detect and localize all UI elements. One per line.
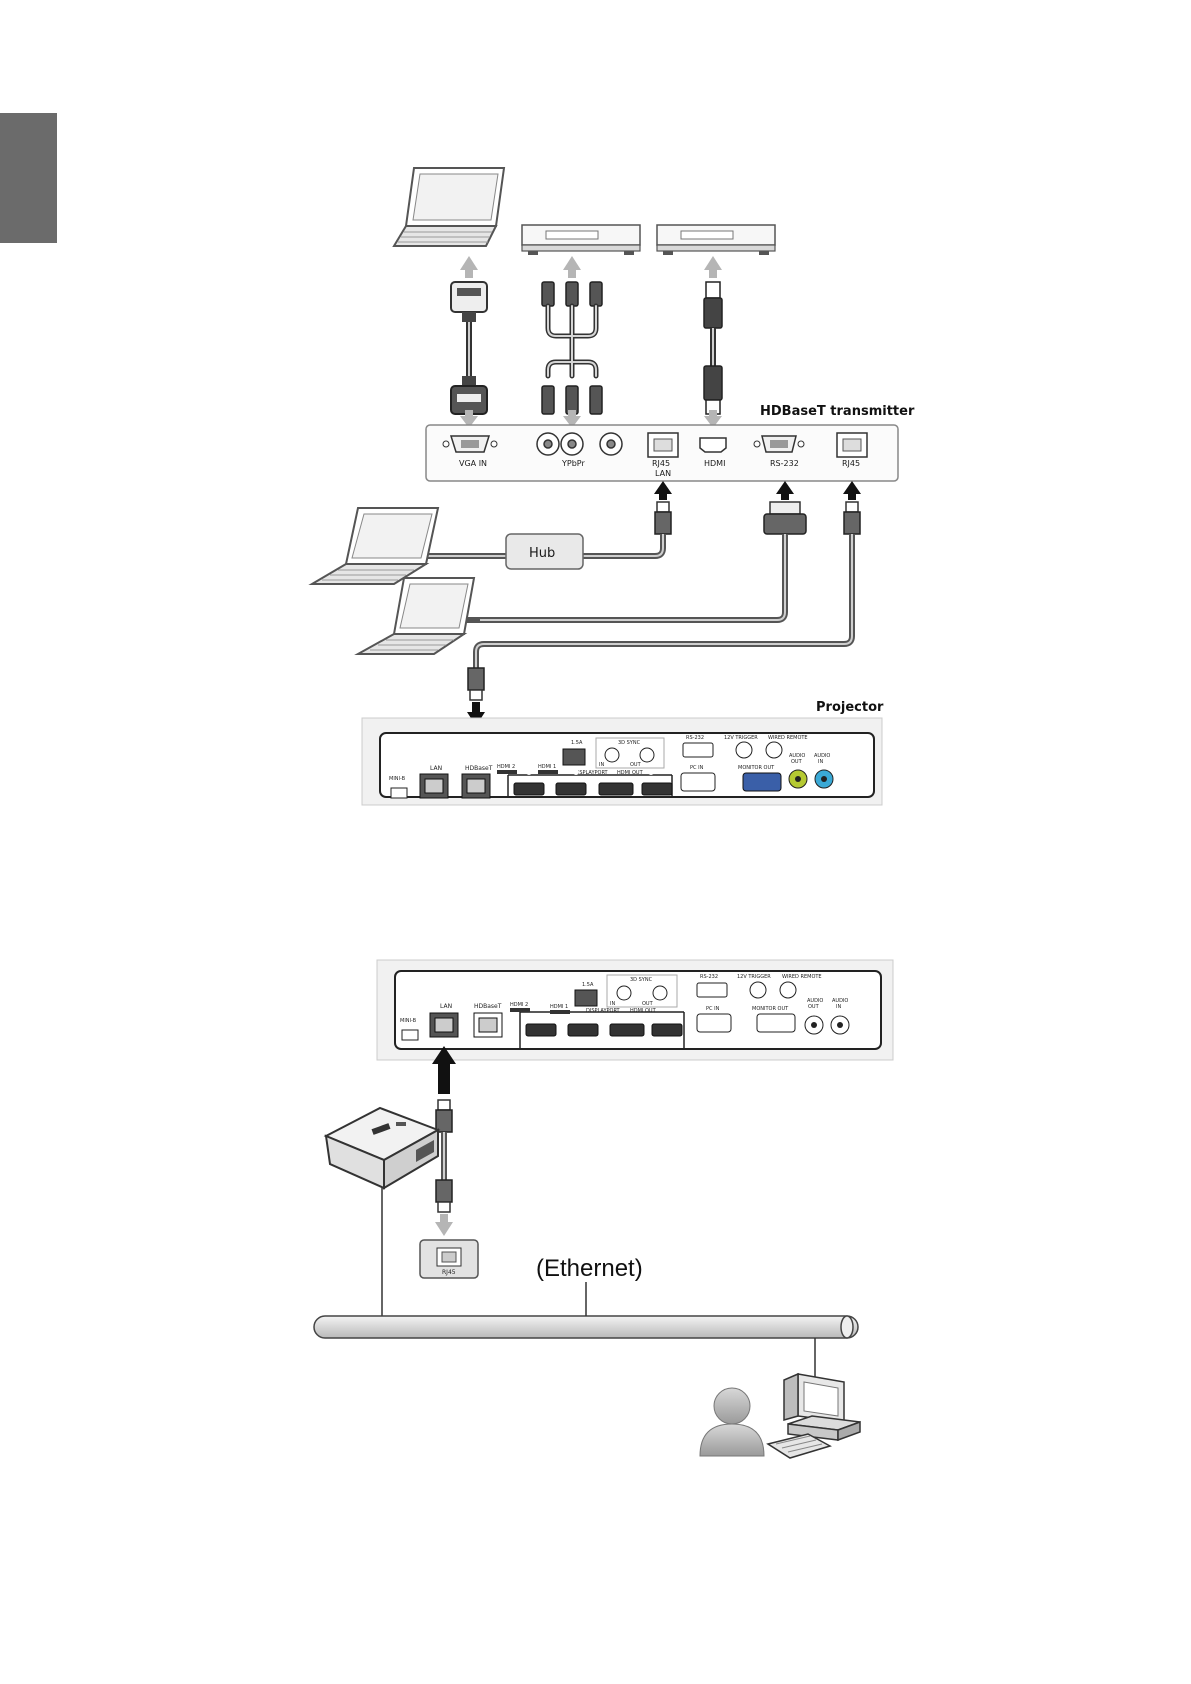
svg-text:DISPLAYPORT: DISPLAYPORT [574, 770, 609, 776]
projector-panel-bottom: MINI-B LAN HDBaseT HDMI 2 HDMI 1 1.5A 3D… [376, 959, 894, 1061]
svg-text:LAN: LAN [430, 765, 442, 772]
desktop-computer-icon [766, 1372, 861, 1459]
arrow-down-icon [467, 702, 485, 726]
svg-text:HDBaseT: HDBaseT [465, 765, 493, 772]
svg-text:RS-232: RS-232 [700, 974, 718, 980]
svg-text:HDMI 1: HDMI 1 [550, 1004, 568, 1010]
svg-text:1.5A: 1.5A [582, 982, 594, 988]
component-cable-icon [541, 281, 603, 415]
hdmi-port [699, 437, 727, 453]
rj45-label: RJ45 [842, 459, 860, 468]
vga-cable-icon [450, 281, 488, 415]
svg-text:PC IN: PC IN [706, 1006, 720, 1012]
svg-text:OUT: OUT [630, 762, 642, 768]
hdmi-cable-icon [703, 281, 723, 415]
video-source-icon [656, 224, 776, 255]
arrow-down-icon [563, 410, 581, 428]
svg-text:1.5A: 1.5A [571, 740, 583, 746]
svg-text:3D SYNC: 3D SYNC [618, 740, 641, 746]
transmitter-title: HDBaseT transmitter [760, 404, 915, 419]
arrow-up-icon [654, 481, 861, 500]
ypbpr-ports [536, 432, 623, 456]
svg-text:AUDIO: AUDIO [789, 753, 805, 759]
hdbaset-transmitter: VGA IN YPbPr RJ45 LAN HDMI RS-232 [425, 424, 899, 482]
rj45-port [836, 432, 868, 458]
side-tab [0, 113, 57, 243]
laptop-icon [308, 507, 440, 585]
svg-text:LAN: LAN [440, 1003, 452, 1010]
svg-text:OUT: OUT [642, 1001, 654, 1007]
rj45-cable-icon [583, 501, 672, 559]
hub-label: Hub [529, 546, 555, 561]
rj45-wall-jack: RJ45 [419, 1239, 479, 1279]
svg-text:OUT: OUT [791, 759, 803, 765]
ypbpr-label: YPbPr [561, 459, 585, 468]
arrow-down-icon [704, 410, 722, 428]
svg-text:WIRED REMOTE: WIRED REMOTE [782, 974, 822, 980]
rj45-wall-label: RJ45 [442, 1269, 456, 1276]
svg-text:OUT: OUT [808, 1004, 820, 1010]
svg-text:MINI-B: MINI-B [400, 1018, 417, 1024]
ethernet-label: (Ethernet) [536, 1255, 643, 1282]
vga-in-label: VGA IN [459, 459, 487, 468]
svg-text:DISPLAYPORT: DISPLAYPORT [586, 1008, 621, 1014]
vga-in-port [442, 435, 498, 453]
svg-text:IN: IN [610, 1001, 615, 1007]
svg-text:AUDIO: AUDIO [832, 998, 848, 1004]
svg-text:12V TRIGGER: 12V TRIGGER [724, 735, 758, 741]
svg-text:HDMI 2: HDMI 2 [510, 1002, 528, 1008]
hdmi-label: HDMI [704, 459, 725, 468]
svg-text:AUDIO: AUDIO [814, 753, 830, 759]
svg-text:IN: IN [836, 1004, 841, 1010]
laptop-icon [354, 577, 476, 655]
svg-text:HDMI OUT: HDMI OUT [617, 770, 644, 776]
projector-panel-top: MINI-B LAN HDBaseT HDMI 2 HDMI 1 1.5A 3D… [361, 717, 883, 806]
laptop-icon [392, 167, 506, 247]
rj45-lan-port [647, 432, 679, 458]
arrow-down-icon [435, 1214, 453, 1236]
rs232-port [753, 435, 805, 453]
svg-text:HDBaseT: HDBaseT [474, 1003, 502, 1010]
arrow-up-icon [432, 1046, 456, 1094]
svg-text:3D SYNC: 3D SYNC [630, 977, 653, 983]
video-source-icon [521, 224, 641, 255]
svg-text:MONITOR OUT: MONITOR OUT [738, 765, 775, 771]
rj45-lan-label-1: RJ45 [652, 459, 670, 468]
svg-text:RS-232: RS-232 [686, 735, 704, 741]
svg-text:MINI-B: MINI-B [389, 776, 406, 782]
user-icon [699, 1387, 765, 1457]
svg-text:HDMI OUT: HDMI OUT [630, 1008, 657, 1014]
projector-icon [323, 1106, 441, 1190]
arrow-down-icon [460, 410, 478, 428]
svg-text:IN: IN [599, 762, 604, 768]
svg-text:IN: IN [818, 759, 823, 765]
rj45-lan-label-2: LAN [655, 469, 671, 478]
svg-text:PC IN: PC IN [690, 765, 704, 771]
svg-text:AUDIO: AUDIO [807, 998, 823, 1004]
ethernet-bus [313, 1282, 859, 1382]
svg-text:12V TRIGGER: 12V TRIGGER [737, 974, 771, 980]
svg-text:WIRED REMOTE: WIRED REMOTE [768, 735, 808, 741]
svg-text:HDMI 1: HDMI 1 [538, 764, 556, 770]
projector-title: Projector [816, 700, 884, 715]
svg-text:HDMI 2: HDMI 2 [497, 764, 515, 770]
rs232-label: RS-232 [770, 459, 799, 468]
arrow-up-icon [460, 256, 722, 278]
rj45-cable-icon [435, 1099, 453, 1213]
rj45-cable-icon [467, 501, 861, 701]
svg-text:MONITOR OUT: MONITOR OUT [752, 1006, 789, 1012]
rs232-cable-icon [480, 501, 807, 623]
